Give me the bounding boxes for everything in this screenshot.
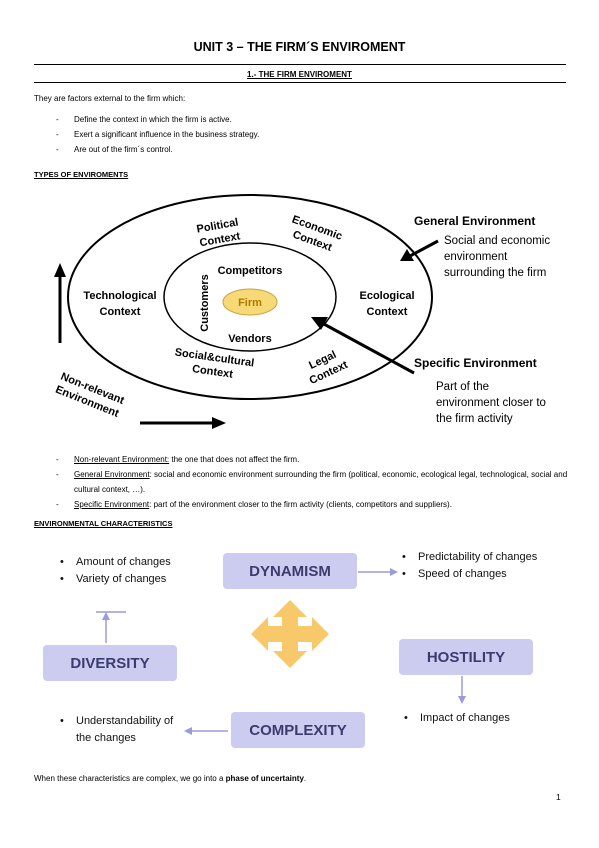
general-desc-line: Social and economic (444, 235, 550, 247)
competitors-label: Competitors (218, 265, 283, 277)
definition-term: General Environment (74, 470, 150, 479)
definitions-list: Non-relevant Environment: the one that d… (34, 452, 574, 512)
list-item: Understandability of the changes (58, 713, 188, 747)
specific-desc-line: Part of the (436, 381, 489, 393)
definition-text: : social and economic environment surrou… (74, 470, 568, 494)
list-item: Exert a significant influence in the bus… (34, 127, 259, 142)
definition-term: Non-relevant Environment: (74, 455, 170, 464)
footer-note: When these characteristics are complex, … (34, 774, 306, 783)
list-item: Speed of changes (400, 566, 537, 583)
four-way-arrow-shape (251, 600, 329, 668)
diversity-box: DIVERSITY (43, 645, 177, 681)
general-pointer-line (409, 239, 439, 258)
definition-text: : part of the environment closer to the … (149, 500, 452, 509)
technological-context-label: Context (100, 306, 141, 318)
intro-list: Define the context in which the firm is … (34, 112, 259, 157)
dynamism-right-arrowhead (390, 568, 398, 576)
ecological-label: Ecological (359, 290, 414, 302)
customers-label: Customers (199, 274, 211, 331)
environment-diagram: Firm Competitors Vendors Customers Polit… (54, 194, 550, 429)
section-rule (34, 82, 566, 83)
definition-term: Specific Environment (74, 500, 150, 509)
complexity-box: COMPLEXITY (231, 712, 365, 748)
specific-environment-title: Specific Environment (414, 356, 537, 370)
section-title: 1.- THE FIRM ENVIROMENT (247, 70, 352, 79)
footer-text: When these characteristics are complex, … (34, 774, 226, 783)
dynamism-right-list: Predictability of changes Speed of chang… (400, 549, 537, 583)
diversity-up-arrowhead (102, 612, 110, 620)
general-pointer-head (400, 249, 414, 261)
vendors-label: Vendors (228, 333, 271, 345)
connector-arrows (96, 568, 466, 735)
social-context-label: Context (191, 363, 234, 381)
hostility-box: HOSTILITY (399, 639, 533, 675)
list-item: Are out of the firm´s control. (34, 142, 259, 157)
types-heading: TYPES OF ENVIROMENTS (34, 170, 129, 179)
list-item: Specific Environment: part of the enviro… (34, 497, 574, 512)
list-item: Amount of changes (58, 554, 171, 571)
specific-pointer-head (311, 317, 328, 330)
list-item: General Environment: social and economic… (34, 467, 574, 497)
firm-ellipse (222, 288, 278, 316)
hostility-list: Impact of changes (402, 710, 510, 727)
firm-label: Firm (238, 297, 262, 309)
up-arrow-head (54, 263, 66, 277)
intro-text: They are factors external to the firm wh… (34, 94, 186, 103)
definition-text: the one that does not affect the firm. (169, 455, 300, 464)
footer-end: . (303, 774, 307, 783)
dynamism-box: DYNAMISM (223, 553, 357, 589)
general-desc-line: surrounding the firm (444, 267, 546, 279)
footer-bold: phase of uncertainty (225, 774, 304, 783)
page-title: UNIT 3 – THE FIRM´S ENVIROMENT (193, 40, 406, 54)
specific-desc-line: the firm activity (436, 413, 513, 425)
general-environment-title: General Environment (414, 214, 535, 228)
specific-environment-ring (163, 242, 337, 352)
hostility-down-arrowhead (458, 696, 466, 704)
cross-arrows-diagram (251, 600, 329, 668)
list-item: Define the context in which the firm is … (34, 112, 259, 127)
specific-pointer-line (321, 321, 415, 375)
complexity-left-arrowhead (184, 727, 192, 735)
general-desc-line: environment (444, 251, 508, 263)
page-number: 1 (556, 792, 561, 802)
specific-desc-line: environment closer to (436, 397, 546, 409)
dynamism-left-list: Amount of changes Variety of changes (58, 554, 171, 588)
list-item: Predictability of changes (400, 549, 537, 566)
list-item: Variety of changes (58, 571, 171, 588)
characteristics-heading: ENVIRONMENTAL CHARACTERISTICS (34, 519, 173, 528)
list-item: Non-relevant Environment: the one that d… (34, 452, 574, 467)
general-environment-ring (67, 194, 433, 400)
complexity-list: Understandability of the changes (58, 713, 188, 747)
right-arrow-head (212, 417, 226, 429)
title-rule (34, 64, 566, 65)
technological-label: Technological (83, 290, 156, 302)
ecological-context-label: Context (367, 306, 408, 318)
list-item: Impact of changes (402, 710, 510, 727)
